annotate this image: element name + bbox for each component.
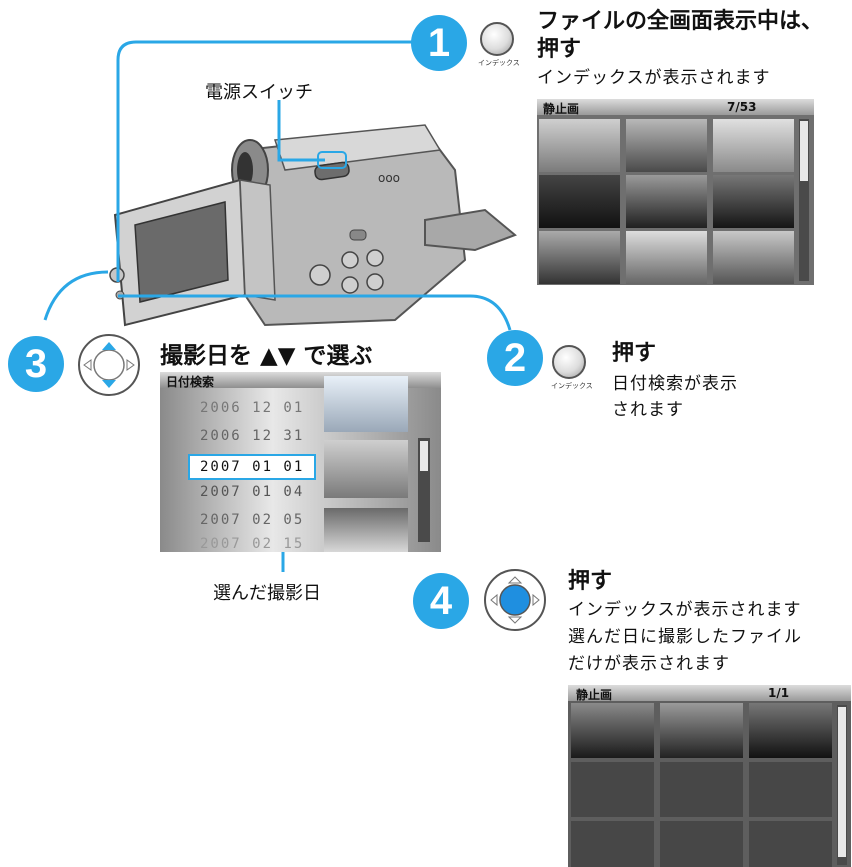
date-row: 2007 02 15 [200,536,305,552]
index-button-icon [552,345,586,379]
empty-slot [571,762,654,817]
step-1-description: インデックスが表示されます [537,68,771,88]
step-2-heading: 押す [612,341,657,366]
step-2-badge: 2 [487,330,543,386]
power-switch-label: 電源スイッチ [205,82,313,103]
camcorder-illustration: ooo [109,124,517,327]
step-4-line1: インデックスが表示されます [568,600,802,620]
step-2-description-line2: されます [612,400,684,420]
screen-title: 静止画 [543,102,580,116]
step-3-heading: 撮影日を ▲▼ で選ぶ [160,343,373,369]
date-row: 2006 12 01 [200,400,305,416]
screen-header: 静止画 7/53 [537,99,814,116]
dpad-up-down-icon [78,334,140,396]
thumbnail [626,119,707,172]
date-row: 2007 01 04 [200,484,305,500]
step-1-index-screen: 静止画 7/53 [537,99,814,285]
empty-slot [571,821,654,867]
thumbnail [713,175,794,228]
screen-header: 静止画 1/1 [568,685,851,702]
empty-slot [660,821,743,867]
date-row-selected: 2007 01 01 [188,454,317,480]
screen-counter: 1/1 [768,686,790,700]
scrollbar [799,119,809,281]
thumbnail [539,231,620,284]
thumbnail [324,376,408,432]
step-4-heading: 押す [568,569,613,594]
selected-date-label: 選んだ撮影日 [213,583,321,604]
date-row: 2007 02 05 [200,512,305,528]
screen-title: 静止画 [576,688,613,702]
svg-text:ooo: ooo [378,171,400,185]
index-button-caption: インデックス [478,59,520,67]
date-search-screen: 日付検索 2006 12 01 2006 12 31 2007 01 01 20… [160,372,441,552]
step-1-heading-line2: 押す [537,37,582,62]
step-3-badge: 3 [8,336,64,392]
thumbnail [539,175,620,228]
step-4-filtered-index-screen: 静止画 1/1 [568,685,851,867]
index-button-caption: インデックス [551,382,593,390]
step-4-line3: だけが表示されます [568,654,730,674]
screen-title: 日付検索 [166,375,215,389]
scroll-thumb [838,707,846,857]
thumbnail [324,508,408,552]
thumbnail [539,119,620,172]
thumbnail [713,231,794,284]
empty-slot [749,821,832,867]
step-4-line2: 選んだ日に撮影したファイル [568,627,802,647]
thumbnail [626,231,707,284]
dpad-center-icon [484,569,546,631]
thumbnail [749,703,832,758]
step-1-badge: 1 [411,15,467,71]
step-1-heading-line1: ファイルの全画面表示中は、 [537,9,824,34]
scroll-thumb [800,121,808,181]
thumbnail [571,703,654,758]
empty-slot [749,762,832,817]
index-button-icon [480,22,514,56]
empty-slot [660,762,743,817]
screen-counter: 7/53 [727,100,757,114]
date-row: 2006 12 31 [200,428,305,444]
thumbnail [324,440,408,498]
step-2-description-line1: 日付検索が表示 [612,374,738,394]
thumbnail [713,119,794,172]
step-4-badge: 4 [413,573,469,629]
scroll-thumb [420,441,428,471]
thumbnail [626,175,707,228]
scrollbar [418,438,430,542]
scrollbar [837,705,847,865]
thumbnail [660,703,743,758]
